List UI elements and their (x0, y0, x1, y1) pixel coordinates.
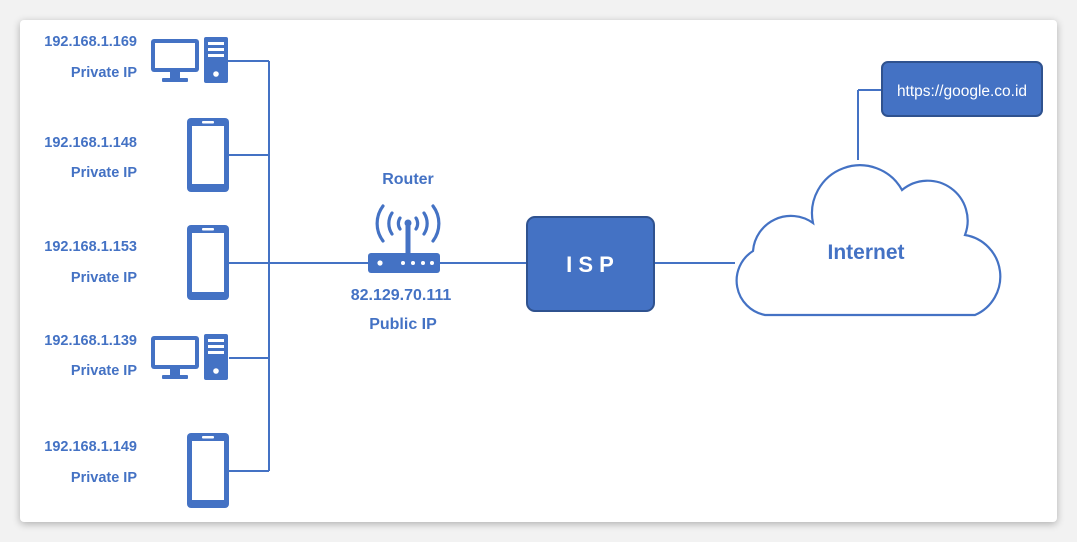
network-diagram: 192.168.1.169 Private IP 192.168.1.148 P… (44, 34, 1043, 508)
device-ip: 192.168.1.149 (44, 439, 137, 455)
device-5: 192.168.1.149 Private IP (44, 433, 229, 508)
device-ip-label: Private IP (71, 65, 137, 81)
website-node: https://google.co.id (881, 61, 1043, 117)
router: Router 82.129.70.111 Public IP (351, 171, 452, 333)
internet-node: Internet (735, 164, 1002, 317)
desktop-computer-icon (151, 37, 228, 83)
device-ip: 192.168.1.169 (44, 34, 137, 50)
website-box (881, 61, 1043, 117)
internet-label: Internet (827, 241, 904, 264)
smartphone-icon (187, 118, 229, 192)
wifi-router-icon (368, 204, 441, 273)
router-public-ip: 82.129.70.111 (351, 287, 452, 304)
smartphone-icon (187, 433, 229, 508)
device-ip-label: Private IP (71, 470, 137, 486)
device-ip: 192.168.1.153 (44, 239, 137, 255)
device-ip: 192.168.1.148 (44, 135, 137, 151)
website-url: https://google.co.id (897, 83, 1027, 100)
device-2: 192.168.1.148 Private IP (44, 118, 229, 192)
diagram-frame: 192.168.1.169 Private IP 192.168.1.148 P… (20, 20, 1057, 522)
isp-label: I S P (566, 252, 614, 277)
router-ip-label: Public IP (369, 316, 437, 333)
router-title: Router (382, 171, 434, 188)
device-ip-label: Private IP (71, 270, 137, 286)
cloud-icon (735, 164, 1002, 317)
isp-box (526, 216, 655, 312)
device-1: 192.168.1.169 Private IP (44, 34, 228, 83)
device-3: 192.168.1.153 Private IP (44, 225, 229, 300)
device-ip-label: Private IP (71, 363, 137, 379)
device-ip: 192.168.1.139 (44, 333, 137, 349)
desktop-computer-icon (151, 334, 228, 380)
isp-node: I S P (526, 216, 655, 312)
smartphone-icon (187, 225, 229, 300)
device-ip-label: Private IP (71, 165, 137, 181)
connection-lines (228, 60, 882, 472)
device-4: 192.168.1.139 Private IP (44, 333, 228, 380)
